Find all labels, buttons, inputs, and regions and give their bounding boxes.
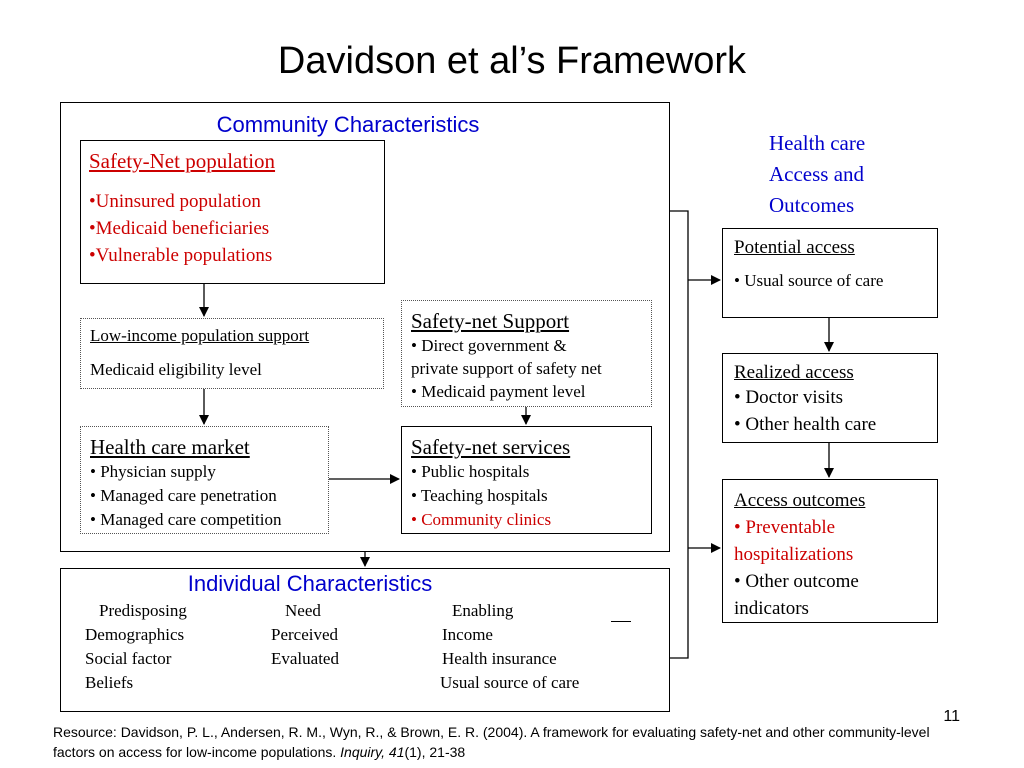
individual-characteristics-box xyxy=(60,568,670,712)
list-item: • Managed care competition xyxy=(90,510,282,529)
list-item: • Other outcome xyxy=(734,571,859,592)
list-item: private support of safety net xyxy=(411,359,602,378)
need-item: Evaluated xyxy=(271,649,339,668)
safety-net-services-title: Safety-net services xyxy=(411,435,571,459)
footnote: Resource: Davidson, P. L., Andersen, R. … xyxy=(53,722,953,762)
low-income-support-title: Low-income population support xyxy=(90,326,310,345)
outcomes-label-line: Access and xyxy=(769,162,865,186)
list-item: • Direct government & xyxy=(411,336,567,355)
list-item: • Managed care penetration xyxy=(90,486,277,505)
header-predisposing: Predisposing xyxy=(99,601,187,620)
list-item: •Medicaid beneficiaries xyxy=(89,218,270,239)
potential-access-box: Potential access • Usual source of care xyxy=(722,228,938,318)
footnote-journal: Inquiry, 41 xyxy=(340,744,405,760)
list-item: • Usual source of care xyxy=(734,271,884,290)
list-item: • Medicaid payment level xyxy=(411,382,586,401)
list-item-highlight: • Preventable xyxy=(734,517,836,538)
community-characteristics-label: Community Characteristics xyxy=(216,112,480,137)
individual-characteristics-label: Individual Characteristics xyxy=(187,571,433,596)
safety-net-support-box: Safety-net Support • Direct government &… xyxy=(401,300,652,407)
footnote-issue: (1), 21-38 xyxy=(404,744,466,760)
low-income-support-box: Low-income population support Medicaid e… xyxy=(80,318,384,389)
predisposing-item: Beliefs xyxy=(85,673,134,692)
list-item-highlight: • Community clinics xyxy=(411,510,552,529)
predisposing-item: Social factor xyxy=(85,649,172,668)
realized-access-box: Realized access • Doctor visits • Other … xyxy=(722,353,938,443)
safety-net-support-title: Safety-net Support xyxy=(411,309,570,333)
outcomes-label: Health care Access and Outcomes xyxy=(769,128,865,221)
health-care-market-title: Health care market xyxy=(90,435,250,459)
list-item: •Uninsured population xyxy=(89,191,261,212)
outcomes-label-line: Outcomes xyxy=(769,193,855,217)
slide-number: 11 xyxy=(943,708,960,725)
potential-access-title: Potential access xyxy=(734,237,855,258)
safety-net-population-title: Safety-Net population xyxy=(89,149,276,173)
list-item: • Teaching hospitals xyxy=(411,486,548,505)
list-item: • Doctor visits xyxy=(734,387,844,408)
realized-access-title: Realized access xyxy=(734,362,854,383)
footnote-text: Resource: Davidson, P. L., Andersen, R. … xyxy=(53,724,930,760)
list-item: indicators xyxy=(734,598,809,619)
need-item: Perceived xyxy=(271,625,339,644)
list-item-highlight: hospitalizations xyxy=(734,544,854,565)
list-item: Medicaid eligibility level xyxy=(90,360,262,379)
slide-title: Davidson et al’s Framework xyxy=(277,40,747,82)
list-item: • Other health care xyxy=(734,414,877,435)
predisposing-item: Demographics xyxy=(85,625,185,644)
outcomes-label-line: Health care xyxy=(769,131,866,155)
header-enabling: Enabling xyxy=(452,601,514,620)
enabling-item: Income xyxy=(442,625,493,644)
safety-net-population-box: Safety-Net population •Uninsured populat… xyxy=(80,140,385,284)
enabling-item: Usual source of care xyxy=(440,673,580,692)
list-item: • Physician supply xyxy=(90,462,216,481)
access-outcomes-box: Access outcomes • Preventable hospitaliz… xyxy=(722,479,938,623)
list-item: • Public hospitals xyxy=(411,462,530,481)
enabling-item: Health insurance xyxy=(442,649,557,668)
health-care-market-box: Health care market • Physician supply • … xyxy=(80,426,329,534)
access-outcomes-title: Access outcomes xyxy=(734,490,866,511)
header-underline xyxy=(611,621,631,622)
bracket-connector xyxy=(670,210,689,659)
list-item: •Vulnerable populations xyxy=(89,245,273,266)
header-need: Need xyxy=(285,601,321,620)
safety-net-services-box: Safety-net services • Public hospitals •… xyxy=(401,426,652,534)
